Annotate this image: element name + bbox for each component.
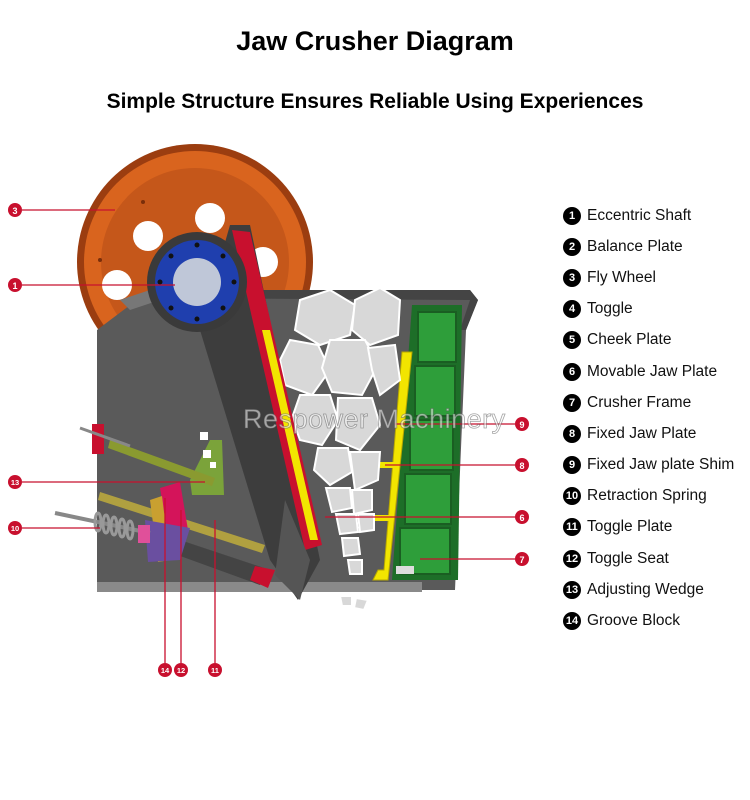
legend-item: 10 Retraction Spring	[563, 481, 734, 512]
callout-marker-11: 11	[208, 663, 222, 677]
adjusting-wedge	[79, 424, 224, 495]
legend-item: 8 Fixed Jaw Plate	[563, 418, 734, 449]
legend-number: 1	[563, 206, 581, 225]
legend-item: 11 Toggle Plate	[563, 512, 734, 543]
callout-label-7: 7	[519, 555, 524, 565]
legend-number: 8	[563, 424, 581, 443]
legend-number: 14	[563, 612, 581, 631]
legend-number: 3	[563, 268, 581, 287]
eccentric-shaft	[147, 232, 247, 332]
legend-number: 7	[563, 393, 581, 412]
legend-item: 12 Toggle Seat	[563, 543, 734, 574]
legend-number: 10	[563, 487, 581, 506]
legend-item: 3 Fly Wheel	[563, 262, 734, 293]
legend-label: Groove Block	[587, 612, 681, 630]
legend-item: 9 Fixed Jaw plate Shim	[563, 450, 734, 481]
legend-item: 13 Adjusting Wedge	[563, 574, 734, 605]
callout-label-14: 14	[161, 666, 170, 675]
legend-label: Cheek Plate	[587, 331, 672, 349]
legend-number: 12	[563, 549, 581, 568]
callout-marker-7: 7	[515, 552, 529, 566]
diagram-subtitle: Simple Structure Ensures Reliable Using …	[106, 90, 644, 113]
legend-item: 2 Balance Plate	[563, 231, 734, 262]
callout-label-9: 9	[519, 420, 524, 430]
callout-marker-8: 8	[515, 458, 529, 472]
callout-marker-10: 10	[8, 521, 22, 535]
callout-marker-9: 9	[515, 417, 529, 431]
legend-label: Toggle Seat	[587, 549, 669, 567]
callout-label-6: 6	[519, 513, 524, 523]
callout-marker-1: 1	[8, 278, 22, 292]
callout-label-11: 11	[211, 666, 219, 675]
legend-number: 5	[563, 331, 581, 350]
callout-label-13: 13	[11, 478, 19, 487]
callout-lines	[22, 209, 515, 663]
callout-label-3: 3	[12, 206, 17, 216]
legend-label: Fly Wheel	[587, 268, 656, 286]
frame-highlight	[200, 432, 216, 468]
legend-label: Crusher Frame	[587, 393, 692, 411]
legend-label: Toggle	[587, 300, 633, 318]
legend-number: 2	[563, 237, 581, 256]
legend-item: 4 Toggle	[563, 294, 734, 325]
legend-label: Adjusting Wedge	[587, 580, 704, 598]
callout-marker-6: 6	[515, 510, 529, 524]
legend-label: Eccentric Shaft	[587, 206, 692, 224]
callout-label-8: 8	[519, 461, 524, 471]
callout-marker-12: 12	[174, 663, 188, 677]
legend-item: 1 Eccentric Shaft	[563, 200, 734, 231]
watermark: Respower Machinery	[243, 404, 506, 435]
callout-label-10: 10	[11, 524, 19, 533]
callout-label-1: 1	[12, 281, 17, 291]
callout-marker-13: 13	[8, 475, 22, 489]
callout-marker-14: 14	[158, 663, 172, 677]
legend-label: Fixed Jaw Plate	[587, 424, 697, 442]
legend-item: 5 Cheek Plate	[563, 325, 734, 356]
diagram-title: Jaw Crusher Diagram	[236, 26, 514, 56]
retraction-spring	[54, 511, 151, 543]
parts-legend: 1 Eccentric Shaft 2 Balance Plate 3 Fly Whe…	[563, 200, 734, 637]
legend-item: 14 Groove Block	[563, 605, 734, 636]
legend-label: Balance Plate	[587, 237, 683, 255]
legend-label: Toggle Plate	[587, 518, 673, 536]
legend-number: 4	[563, 300, 581, 319]
legend-number: 11	[563, 518, 581, 537]
rock-pile	[278, 286, 402, 612]
legend-label: Fixed Jaw plate Shim	[587, 456, 735, 474]
callout-label-12: 12	[177, 666, 185, 675]
legend-number: 9	[563, 456, 581, 475]
legend-item: 6 Movable Jaw Plate	[563, 356, 734, 387]
legend-label: Movable Jaw Plate	[587, 362, 718, 380]
legend-number: 13	[563, 580, 581, 599]
callout-marker-3: 3	[8, 203, 22, 217]
legend-label: Retraction Spring	[587, 487, 707, 505]
legend-item: 7 Crusher Frame	[563, 387, 734, 418]
legend-number: 6	[563, 362, 581, 381]
